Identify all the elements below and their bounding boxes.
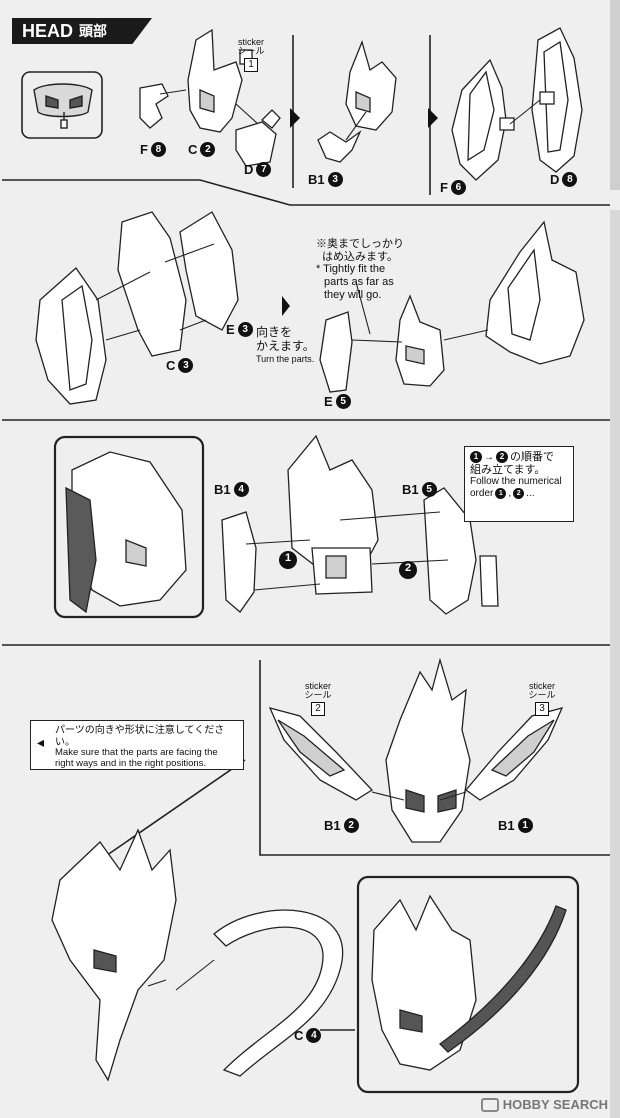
part-number: 1	[517, 818, 533, 833]
part-number: 4	[233, 482, 249, 497]
ellipsis: ...	[526, 487, 535, 499]
section-header: HEAD 頭部	[12, 18, 152, 44]
tight-fit-jp-1: ※奥までしっかり	[316, 238, 404, 250]
order-note-box: 1 → 2 の順番で 組み立てます。 Follow the numerical …	[464, 446, 574, 522]
part-label-c3: C 3	[166, 358, 194, 373]
arrow-right-icon: →	[484, 451, 494, 463]
step-2-marker: 2	[404, 562, 412, 574]
order-note-en-2: order	[470, 487, 494, 499]
part-label-f6: F 6	[440, 180, 466, 195]
orientation-note-box: ◂ パーツの向きや形状に注意してください。 Make sure that the…	[30, 720, 244, 770]
order-note-jp-1: の順番で	[510, 451, 554, 463]
part-label-b1-4: B1 4	[214, 482, 249, 497]
part-label-d8: D 8	[550, 172, 578, 187]
part-number: 6	[450, 180, 466, 195]
tight-fit-jp-2: はめ込みます。	[322, 250, 398, 263]
part-code: B1	[324, 818, 341, 833]
turn-parts-jp-1: 向きを	[256, 325, 293, 339]
order-step-2-icon: 2	[513, 488, 525, 500]
part-code: D	[244, 162, 254, 177]
sticker-label-en: sticker	[237, 37, 264, 47]
sticker-1-label: sticker シール 1	[231, 37, 271, 72]
orientation-note-en-2: right ways and in the right positions.	[55, 757, 207, 769]
sticker-label-en: sticker	[528, 681, 555, 691]
header-title-jp: 頭部	[79, 23, 108, 39]
order-note-jp-1-row: 1 → 2 の順番で	[470, 451, 568, 464]
edge-tab-top	[610, 0, 620, 190]
order-step-1-icon: 1	[495, 488, 507, 500]
order-note-jp-2: 組み立てます。	[470, 463, 546, 476]
part-number: 8	[150, 142, 166, 157]
header-title: HEAD	[22, 20, 74, 41]
sticker-number: 3	[535, 701, 549, 716]
comma: ,	[508, 487, 512, 499]
part-code: E	[226, 322, 235, 337]
part-number: 3	[327, 172, 343, 187]
part-code: B1	[402, 482, 419, 497]
order-step-2-icon: 2	[496, 451, 508, 464]
sticker-2-label: sticker シール 2	[298, 681, 338, 716]
part-code: B1	[308, 172, 325, 187]
watermark: HOBBY SEARCH	[480, 1097, 608, 1112]
part-code: F	[140, 142, 148, 157]
step-1-marker: 1	[284, 552, 292, 564]
tight-fit-note: ※奥までしっかり はめ込みます。 * Tightly fit the parts…	[316, 238, 426, 301]
part-number: 5	[335, 394, 351, 409]
hobby-search-logo-icon	[480, 1097, 499, 1112]
orientation-note-jp: パーツの向きや形状に注意してください。	[55, 725, 225, 748]
tight-fit-en-1: * Tightly fit the	[316, 263, 386, 276]
order-step-1-icon: 1	[470, 451, 482, 464]
orientation-note-en-1: Make sure that the parts are facing the	[55, 747, 218, 758]
watermark-text: HOBBY SEARCH	[502, 1097, 608, 1112]
sticker-number: 2	[311, 701, 325, 716]
turn-parts-note: 向きを かえます。 Turn the parts.	[256, 325, 326, 364]
part-code: E	[324, 394, 333, 409]
edge-tab-bottom	[610, 210, 620, 1118]
tight-fit-en-3: they will go.	[324, 288, 382, 301]
part-number: 2	[200, 142, 216, 157]
turn-parts-en: Turn the parts.	[256, 353, 315, 364]
part-label-d7: D 7	[244, 162, 272, 177]
sticker-label-en: sticker	[304, 681, 331, 691]
part-number: 8	[562, 172, 578, 187]
part-number: 2	[343, 818, 359, 833]
sticker-label-jp: シール	[528, 690, 556, 701]
part-label-b1-2: B1 2	[324, 818, 359, 833]
part-label-e5: E 5	[324, 394, 351, 409]
part-number: 3	[178, 358, 194, 373]
part-code: B1	[214, 482, 231, 497]
part-label-b1-5: B1 5	[402, 482, 437, 497]
sticker-label-jp: シール	[237, 46, 265, 57]
part-label-f8: F 8	[140, 142, 166, 157]
part-label-b1-3: B1 3	[308, 172, 343, 187]
part-code: F	[440, 180, 448, 195]
sticker-label-jp: シール	[304, 690, 332, 701]
part-number: 5	[421, 482, 437, 497]
part-code: B1	[498, 818, 515, 833]
part-code: C	[294, 1028, 304, 1043]
order-note-en-2-row: order 1 , 2 ...	[470, 488, 568, 500]
part-code: C	[166, 358, 176, 373]
part-code: D	[550, 172, 560, 187]
turn-parts-jp-2: かえます。	[256, 338, 315, 353]
sticker-number: 1	[244, 57, 258, 72]
part-label-c2: C 2	[188, 142, 216, 157]
tight-fit-en-2: parts as far as	[324, 275, 394, 288]
part-label-e3: E 3	[226, 322, 253, 337]
part-code: C	[188, 142, 198, 157]
part-label-b1-1: B1 1	[498, 818, 533, 833]
double-chevron-icon: ◂	[37, 735, 45, 751]
part-number: 4	[306, 1028, 322, 1043]
part-number: 3	[237, 322, 253, 337]
order-note-en-1: Follow the numerical	[470, 476, 562, 488]
part-number: 7	[256, 162, 272, 177]
part-label-c4: C 4	[294, 1028, 322, 1043]
sticker-3-label: sticker シール 3	[522, 681, 562, 716]
